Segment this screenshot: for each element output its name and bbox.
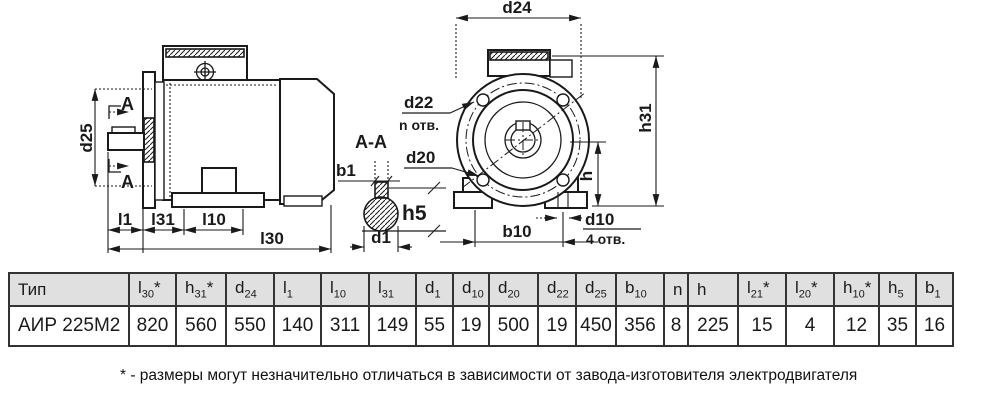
motor-side-view: d25 A A l1 l31 l10 l30: [77, 45, 335, 253]
table-cell-17: 12: [833, 305, 880, 347]
left-foot: [453, 191, 493, 209]
dim-label-h5: h5: [402, 202, 427, 225]
table-cell-0: АИР 225М2: [8, 305, 130, 347]
table-header-1: l30*: [128, 272, 177, 307]
dim-label-l31: l31: [151, 210, 175, 229]
dim-label-b1: b1: [336, 161, 356, 180]
table-cell-9: 500: [488, 305, 539, 347]
shaft-section-aa: A-A b1 h5 d1: [336, 132, 446, 252]
shaft-section-circle: [363, 196, 399, 232]
foot-pad: [171, 192, 265, 208]
bolt-hole: [556, 93, 570, 107]
shaft: [107, 132, 145, 151]
bolt-hole: [476, 173, 490, 187]
table-cell-16: 4: [785, 305, 835, 347]
table-header-5: l10: [320, 272, 370, 307]
table-header-3: d24: [225, 272, 275, 307]
dim-label-d10: d10: [585, 210, 614, 229]
table-cell-4: 140: [273, 305, 322, 347]
table-header-2: h31*: [175, 272, 227, 307]
dim-label-d25: d25: [77, 123, 96, 152]
dim-label-l1: l1: [118, 210, 132, 229]
table-cell-7: 55: [415, 305, 454, 347]
table-header-14: h: [687, 272, 739, 307]
table-cell-11: 450: [575, 305, 617, 347]
table-header-18: h5: [878, 272, 917, 307]
table-header-9: d20: [488, 272, 539, 307]
label-n-holes: n отв.: [399, 117, 439, 133]
section-mark-top: A: [108, 94, 134, 119]
dim-label-h: h: [577, 171, 596, 181]
table-cell-12: 356: [615, 305, 665, 347]
table-header-13: n: [663, 272, 689, 307]
table-header-11: d25: [575, 272, 617, 307]
table-cell-2: 560: [175, 305, 227, 347]
table-header-8: d10: [452, 272, 490, 307]
table-cell-8: 19: [452, 305, 490, 347]
section-mark-bottom: A: [108, 159, 134, 192]
label-four-holes: 4 отв.: [586, 231, 625, 247]
table-cell-18: 35: [878, 305, 917, 347]
dim-label-d22: d22: [404, 93, 433, 112]
dim-label-d24: d24: [502, 0, 532, 17]
table-cell-13: 8: [663, 305, 689, 347]
table-header-4: l1: [273, 272, 322, 307]
motor-dimension-drawing: d25 A A l1 l31 l10 l30 A-A b1: [77, 0, 664, 253]
table-header-16: l20*: [785, 272, 835, 307]
foot-block: [201, 167, 237, 194]
table-cell-1: 820: [128, 305, 177, 347]
bolt-hole: [476, 93, 490, 107]
dim-label-h31: h31: [636, 103, 655, 132]
table-header-15: l21*: [737, 272, 787, 307]
table-cell-19: 16: [915, 305, 954, 347]
table-cell-3: 550: [225, 305, 275, 347]
keyway-section: [374, 181, 389, 199]
table-header-17: h10*: [833, 272, 880, 307]
table-cell-5: 311: [320, 305, 370, 347]
bolt-hole: [556, 173, 570, 187]
dim-label-d1: d1: [371, 228, 391, 247]
section-title: A-A: [355, 132, 387, 152]
table-cell-10: 19: [537, 305, 577, 347]
table-header-6: l31: [368, 272, 417, 307]
table-cell-14: 225: [687, 305, 739, 347]
dim-label-l30: l30: [260, 229, 284, 248]
fan-cowl: [279, 78, 335, 205]
section-label-a-top: A: [121, 94, 134, 114]
section-label-a-bottom: A: [121, 172, 134, 192]
footnote: * - размеры могут незначительно отличать…: [120, 367, 858, 384]
motor-front-view: d24 d22 n отв. d20 h31 h b10 d10 4 отв.: [399, 0, 664, 247]
table-header-12: b10: [615, 272, 665, 307]
table-cell-15: 15: [737, 305, 787, 347]
dim-label-l10: l10: [202, 210, 226, 229]
table-header-7: d1: [415, 272, 454, 307]
table-header-19: b1: [915, 272, 954, 307]
dim-label-d20: d20: [406, 148, 435, 167]
table-header-10: d22: [537, 272, 577, 307]
table-header-0: Тип: [8, 272, 130, 307]
table-cell-6: 149: [368, 305, 417, 347]
dim-label-b10: b10: [502, 222, 531, 241]
